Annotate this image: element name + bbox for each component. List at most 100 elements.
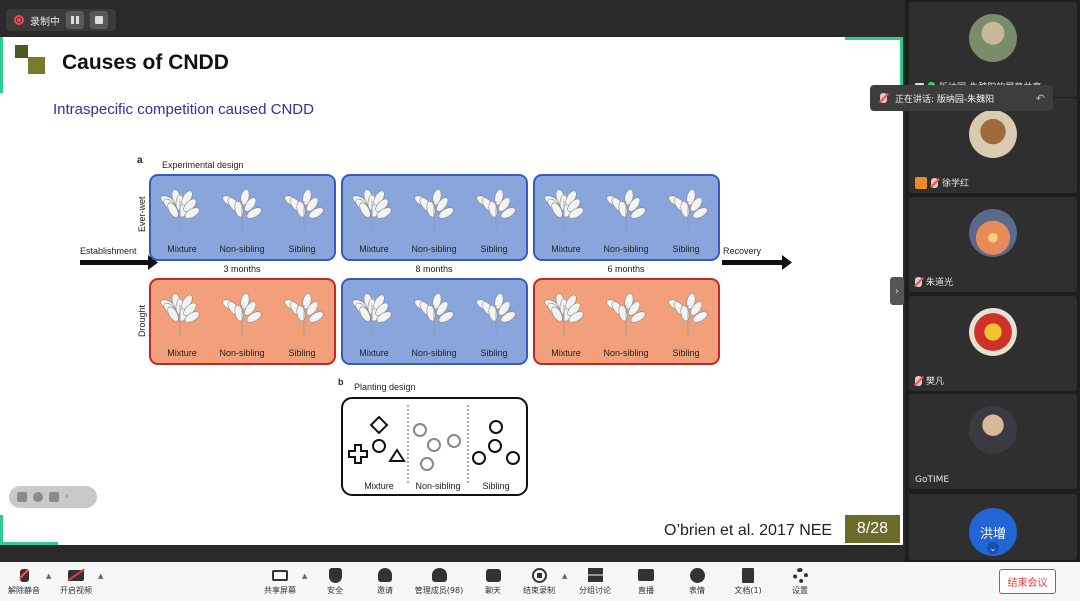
planting-label: Sibling bbox=[482, 481, 509, 491]
avatar bbox=[969, 110, 1017, 158]
mixture-symbols bbox=[348, 415, 406, 464]
gear-icon bbox=[792, 567, 808, 583]
document-icon bbox=[742, 567, 754, 583]
speaking-indicator: 正在讲话: 版纳园-朱魏阳 ↶ bbox=[870, 85, 1053, 111]
recording-label: 录制中 bbox=[30, 16, 60, 28]
recording-indicator: 录制中 bbox=[6, 9, 116, 31]
participant-tile[interactable]: GoTIME bbox=[909, 394, 1077, 489]
mic-muted-icon bbox=[931, 177, 938, 188]
share-screen-icon bbox=[272, 569, 288, 581]
reactions-button[interactable]: 表情 bbox=[667, 567, 727, 596]
presentation-slide: Causes of CNDD Intraspecific competition… bbox=[0, 37, 903, 545]
planting-label: Non-sibling bbox=[415, 481, 460, 491]
participant-tile[interactable]: 徐学红 bbox=[909, 98, 1077, 193]
recovery-label: Recovery bbox=[723, 246, 762, 256]
participant-tile[interactable]: 朱道光 bbox=[909, 197, 1077, 292]
treatment-label: Mixture bbox=[551, 348, 581, 358]
slide-accent bbox=[900, 37, 903, 93]
manage-members-button[interactable]: 管理成员(98) bbox=[409, 567, 469, 596]
meeting-toolbar: 解除静音 ▲ 开启视频 ▲ 共享屏幕 ▲ 安全 邀请 管理成员(98) 聊天 bbox=[0, 562, 1080, 601]
avatar bbox=[969, 308, 1017, 356]
slide-citation: O’brien et al. 2017 NEE bbox=[664, 522, 833, 539]
treatment-label: Sibling bbox=[288, 244, 315, 254]
participant-name: GoTIME bbox=[915, 475, 950, 485]
shield-icon bbox=[328, 567, 342, 583]
share-screen-button[interactable]: 共享屏幕 bbox=[250, 567, 310, 596]
seedling-cluster bbox=[352, 293, 392, 337]
slide-accent bbox=[0, 542, 58, 545]
seedling-cluster bbox=[284, 189, 324, 233]
seedling-cluster bbox=[222, 293, 262, 337]
duration-label: 3 months bbox=[223, 264, 261, 274]
stop-recording-button[interactable] bbox=[90, 11, 108, 29]
seedling-cluster bbox=[668, 189, 708, 233]
emoji-icon bbox=[689, 567, 705, 583]
chevron-down-icon[interactable]: ⌄ bbox=[987, 542, 999, 554]
chevron-left-icon[interactable]: ‹ bbox=[65, 492, 69, 502]
annotation-toolbar[interactable]: ‹ bbox=[9, 486, 97, 508]
treatment-label: Sibling bbox=[672, 348, 699, 358]
treatment-label: Mixture bbox=[359, 244, 389, 254]
members-icon bbox=[431, 568, 447, 582]
treatment-label: Sibling bbox=[480, 348, 507, 358]
seedling-cluster bbox=[160, 189, 200, 233]
seedling-cluster bbox=[476, 189, 516, 233]
treatment-label: Non-sibling bbox=[219, 244, 264, 254]
breakout-button[interactable]: 分组讨论 bbox=[565, 567, 625, 596]
grid-icon[interactable] bbox=[17, 492, 27, 502]
participant-tile[interactable]: 樊凡 bbox=[909, 296, 1077, 391]
invite-button[interactable]: 邀请 bbox=[355, 567, 415, 596]
caret-up-icon[interactable]: ▲ bbox=[302, 572, 308, 580]
treatment-label: Sibling bbox=[480, 244, 507, 254]
chat-button[interactable]: 聊天 bbox=[463, 567, 523, 596]
emoji-icon[interactable] bbox=[33, 492, 43, 502]
settings-button[interactable]: 设置 bbox=[770, 567, 830, 596]
establishment-arrow bbox=[80, 255, 158, 270]
seedling-cluster bbox=[352, 189, 392, 233]
seedling-cluster bbox=[414, 189, 454, 233]
seedling-cluster bbox=[606, 189, 646, 233]
participant-name: 徐学红 bbox=[915, 176, 969, 189]
caret-up-icon[interactable]: ▲ bbox=[46, 572, 52, 580]
seedling-cluster bbox=[544, 293, 584, 337]
end-recording-button[interactable]: 结束录制 bbox=[509, 567, 569, 596]
seedling-cluster bbox=[222, 189, 262, 233]
chat-icon[interactable] bbox=[49, 492, 59, 502]
treatment-label: Sibling bbox=[288, 348, 315, 358]
pause-recording-button[interactable] bbox=[66, 11, 84, 29]
planting-design-box bbox=[341, 397, 528, 496]
caret-up-icon[interactable]: ▲ bbox=[98, 572, 104, 580]
seedling-cluster bbox=[668, 293, 708, 337]
participant-tile[interactable]: 版纳园-朱魏阳的屏幕共享 bbox=[909, 2, 1077, 97]
duration-label: 6 months bbox=[607, 264, 645, 274]
unmute-button[interactable]: 解除静音 bbox=[0, 567, 54, 596]
seedling-cluster bbox=[476, 293, 516, 337]
start-video-button[interactable]: 开启视频 bbox=[46, 567, 106, 596]
mic-icon bbox=[880, 93, 887, 103]
security-button[interactable]: 安全 bbox=[305, 567, 365, 596]
caret-up-icon[interactable]: ▲ bbox=[562, 572, 568, 580]
panel-a-letter: a bbox=[137, 155, 143, 166]
avatar bbox=[969, 406, 1017, 454]
documents-button[interactable]: 文档(1) bbox=[718, 567, 778, 596]
participant-tile[interactable]: 洪增 ⌄ bbox=[909, 494, 1077, 560]
undo-icon[interactable]: ↶ bbox=[1035, 91, 1045, 105]
collapse-panel-button[interactable]: › bbox=[890, 277, 904, 305]
end-meeting-button[interactable]: 结束会议 bbox=[999, 569, 1056, 594]
live-button[interactable]: 直播 bbox=[616, 567, 676, 596]
sibling-symbols bbox=[472, 420, 520, 465]
slide-page-number: 8/28 bbox=[845, 515, 900, 543]
treatment-label: Sibling bbox=[672, 244, 699, 254]
treatment-label: Non-sibling bbox=[603, 244, 648, 254]
panel-a-title: Experimental design bbox=[162, 160, 244, 170]
planting-label: Mixture bbox=[364, 481, 394, 491]
logo-square bbox=[15, 45, 28, 58]
seedling-cluster bbox=[606, 293, 646, 337]
breakout-icon bbox=[587, 568, 603, 582]
mic-muted-icon bbox=[915, 276, 922, 287]
establishment-label: Establishment bbox=[80, 246, 137, 256]
panel-b-letter: b bbox=[338, 377, 344, 387]
seedling-cluster bbox=[544, 189, 584, 233]
slide-accent bbox=[0, 515, 3, 545]
